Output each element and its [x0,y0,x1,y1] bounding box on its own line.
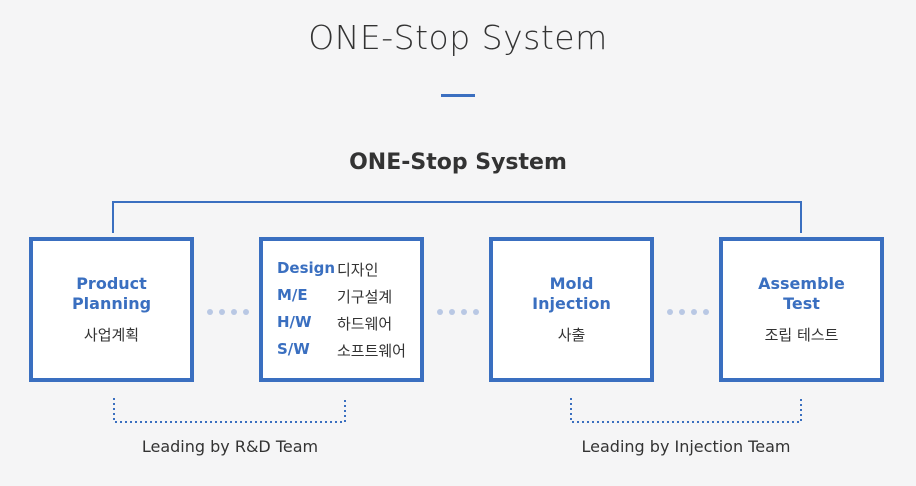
diagram-title: ONE-Stop System [349,150,567,175]
design-value: 소프트웨어 [336,341,406,360]
design-key: S/W [276,339,310,358]
step-mold-injection: Mold Injection 사출 [489,237,654,382]
design-value: 기구설계 [336,287,393,306]
step-separator-dots [207,309,249,315]
step-title: Injection [532,294,611,313]
design-key: Design [276,258,336,277]
page-title: ONE-Stop System [308,18,608,57]
step-separator-dots [667,309,709,315]
step-title: Test [783,294,820,313]
design-key: M/E [276,285,308,304]
step-assemble-test: Assemble Test 조립 테스트 [719,237,884,382]
step-subtitle: 사업계획 [83,326,140,344]
step-separator-dots [437,309,479,315]
injection-team-label: Leading by Injection Team [581,437,791,456]
design-key: H/W [276,312,312,331]
design-value: 하드웨어 [336,314,393,333]
top-bracket [112,201,802,233]
step-subtitle: 사출 [557,326,586,344]
step-product-planning: Product Planning 사업계획 [29,237,194,382]
design-value: 디자인 [336,260,379,279]
injection-team-bracket [570,398,802,423]
rd-team-label: Leading by R&D Team [141,437,319,456]
title-underline [441,94,475,97]
step-title: Product [76,274,147,293]
step-title: Mold [549,274,594,293]
step-design: Design 디자인 M/E 기구설계 H/W 하드웨어 S/W 소프트웨어 [259,237,424,382]
step-title: Planning [71,294,152,313]
design-list: Design 디자인 M/E 기구설계 H/W 하드웨어 S/W 소프트웨어 [277,259,406,361]
rd-team-bracket [113,398,346,423]
step-title: Assemble [758,274,845,293]
step-subtitle: 조립 테스트 [764,326,839,344]
